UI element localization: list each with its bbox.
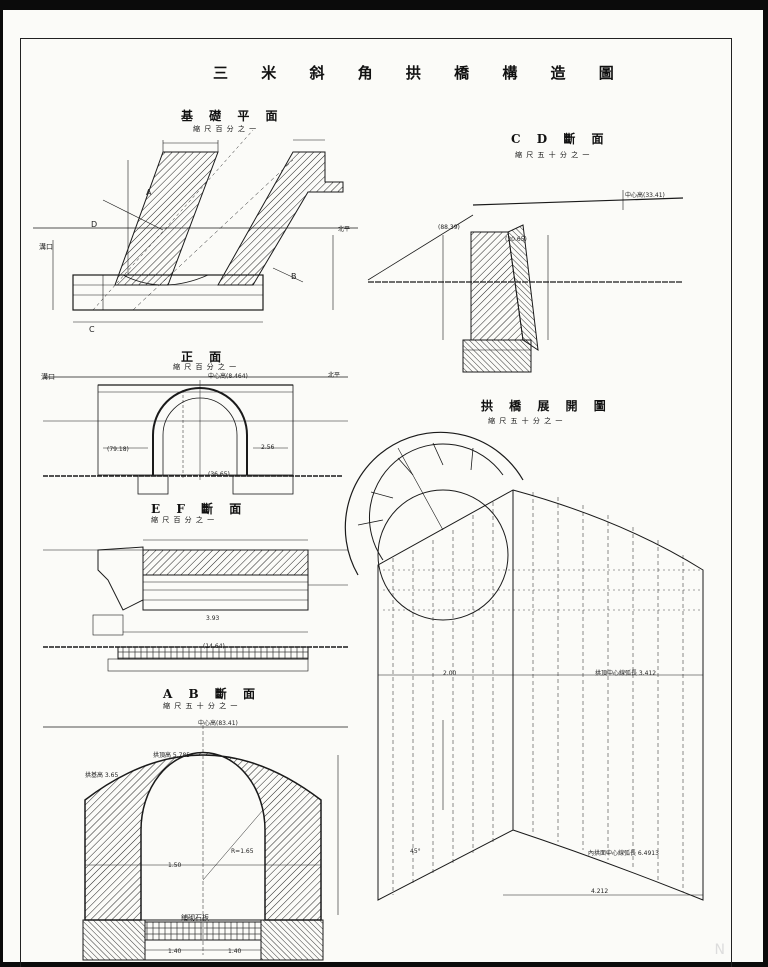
- label-downstream: 北平: [338, 226, 351, 233]
- label-mark-c: C: [89, 325, 95, 334]
- label-radius: R=1.65: [231, 848, 254, 855]
- label-dim-393: 3.93: [206, 615, 220, 622]
- label-springing: 拱基高 3.65: [85, 772, 119, 779]
- cd-section-scale: 縮 尺 五 十 分 之 一: [515, 151, 591, 159]
- drawing-frame: [20, 38, 732, 967]
- foundation-plan-heading: 基 礎 平 面: [181, 109, 284, 123]
- label-level-b: (20.65): [505, 236, 527, 243]
- arch-development-scale: 縮 尺 五 十 分 之 一: [488, 417, 564, 425]
- cd-section: [367, 190, 684, 373]
- arch-development: [344, 431, 704, 901]
- front-view-heading: 正 面: [181, 350, 228, 364]
- drawing-title: 三 米 斜 角 拱 橋 構 造 圖: [213, 64, 628, 82]
- label-mark-b: B: [291, 272, 297, 281]
- label-upstream: 溝口: [39, 243, 53, 251]
- label-dim-256: 2.56: [261, 444, 275, 451]
- drawing-canvas: [33, 129, 704, 961]
- label-level-e: (14.64): [203, 643, 225, 650]
- label-crown: 拱頂高 5.785: [153, 752, 191, 759]
- label-foundation-note: 鋪砌石板: [181, 914, 209, 922]
- label-level-d: (36.65): [208, 471, 230, 478]
- label-dim-150: 1.50: [168, 862, 182, 869]
- ef-section-heading: E F 斷 面: [151, 502, 248, 516]
- label-ground-level: 中心高(33.41): [625, 192, 665, 199]
- foundation-plan-scale: 縮 尺 百 分 之 一: [193, 125, 258, 133]
- front-view: [43, 376, 348, 495]
- ef-section: [43, 539, 348, 672]
- label-mark-d: D: [91, 220, 98, 229]
- label-top-level: 中心高(83.41): [198, 720, 238, 727]
- label-level-c: (79.18): [107, 446, 129, 453]
- drawing-sheet: 三 米 斜 角 拱 橋 構 造 圖 基 礎 平 面 縮 尺 百 分 之 一 C …: [3, 10, 763, 967]
- label-dim-4212: 4.212: [591, 888, 609, 895]
- ef-section-scale: 縮 尺 百 分 之 一: [151, 516, 216, 524]
- cd-section-heading: C D 斷 面: [511, 132, 610, 146]
- label-dim-140a: 1.40: [168, 948, 182, 955]
- label-level-a: (88.39): [438, 224, 460, 231]
- label-downstream-front: 北平: [328, 372, 341, 379]
- corner-mark: N: [714, 942, 725, 958]
- label-dev-note2: 內拱面中心線弧長 6.4913: [588, 850, 659, 857]
- arch-development-heading: 拱 橋 展 開 圖: [481, 399, 612, 413]
- front-view-note: 中心高(8.464): [208, 373, 248, 380]
- foundation-plan: [33, 129, 358, 323]
- label-dev-note: 拱頂中心線弧長 3.412: [595, 670, 657, 677]
- label-dim-140b: 1.40: [228, 948, 242, 955]
- label-angle: 45°: [410, 848, 421, 855]
- front-view-scale: 縮 尺 百 分 之 一: [173, 363, 238, 371]
- label-upstream-front: 溝口: [41, 373, 55, 381]
- ab-section-scale: 縮 尺 五 十 分 之 一: [163, 702, 239, 710]
- ab-section: [43, 725, 348, 961]
- label-dim-200: 2.00: [443, 670, 457, 677]
- label-mark-a: A: [146, 188, 152, 197]
- ab-section-heading: A B 斷 面: [163, 687, 261, 701]
